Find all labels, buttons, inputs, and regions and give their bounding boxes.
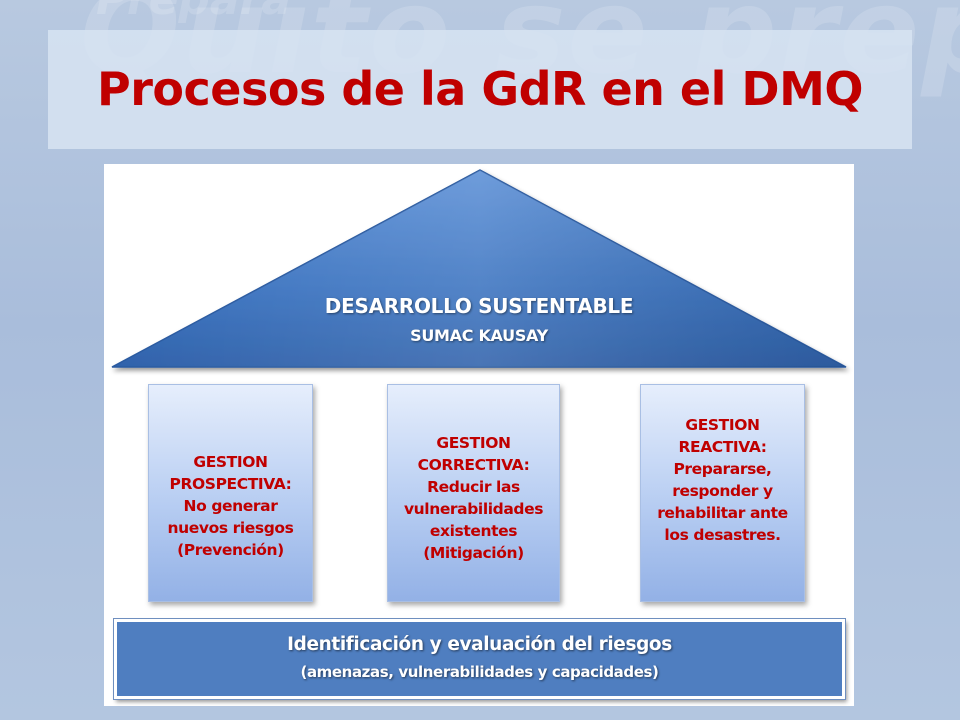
- pillar-line: rehabilitar ante: [657, 504, 788, 522]
- pillar-line: responder y: [672, 482, 773, 500]
- pillar-line: REACTIVA:: [678, 438, 767, 456]
- watermark-prepara: Prepara: [96, 0, 291, 25]
- page-title: Procesos de la GdR en el DMQ: [97, 62, 863, 116]
- pillar-line: Reducir las: [427, 478, 520, 496]
- pillar-line: Prepararse,: [673, 460, 772, 478]
- roof-title: DESARROLLO SUSTENTABLE: [324, 294, 634, 318]
- foundation-block: Identificación y evaluación del riesgos …: [114, 619, 845, 699]
- pillar-line: existentes: [429, 522, 518, 540]
- pillar-line: GESTION: [193, 453, 268, 471]
- pillar-line: vulnerabilidades: [403, 500, 544, 518]
- pillar-line: (Prevención): [177, 541, 284, 559]
- pillar-gestion-reactiva: GESTION REACTIVA: Prepararse, responder …: [640, 384, 805, 602]
- pillar-line: PROSPECTIVA:: [169, 475, 292, 493]
- pillar-text: GESTION CORRECTIVA: Reducir las vulnerab…: [403, 432, 544, 564]
- pillar-line: GESTION: [436, 434, 511, 452]
- roof-shape: [111, 169, 847, 368]
- title-band: [48, 30, 912, 149]
- foundation-subtitle: (amenazas, vulnerabilidades y capacidade…: [300, 663, 659, 681]
- pillar-line: nuevos riesgos: [167, 519, 294, 537]
- pillar-line: No generar: [183, 497, 278, 515]
- pillar-line: los desastres.: [664, 526, 781, 544]
- diagram-panel: DESARROLLO SUSTENTABLE SUMAC KAUSAY GEST…: [104, 164, 854, 706]
- pillar-text: GESTION PROSPECTIVA: No generar nuevos r…: [167, 451, 293, 561]
- pillar-gestion-prospectiva: GESTION PROSPECTIVA: No generar nuevos r…: [148, 384, 313, 602]
- pillar-gestion-correctiva: GESTION CORRECTIVA: Reducir las vulnerab…: [387, 384, 560, 602]
- pillar-line: GESTION: [685, 416, 760, 434]
- pillar-text: GESTION REACTIVA: Prepararse, responder …: [657, 414, 788, 546]
- foundation-title: Identificación y evaluación del riesgos: [287, 634, 672, 655]
- pillar-line: CORRECTIVA:: [417, 456, 530, 474]
- pillar-line: (Mitigación): [423, 544, 524, 562]
- roof-subtitle: SUMAC KAUSAY: [410, 326, 548, 345]
